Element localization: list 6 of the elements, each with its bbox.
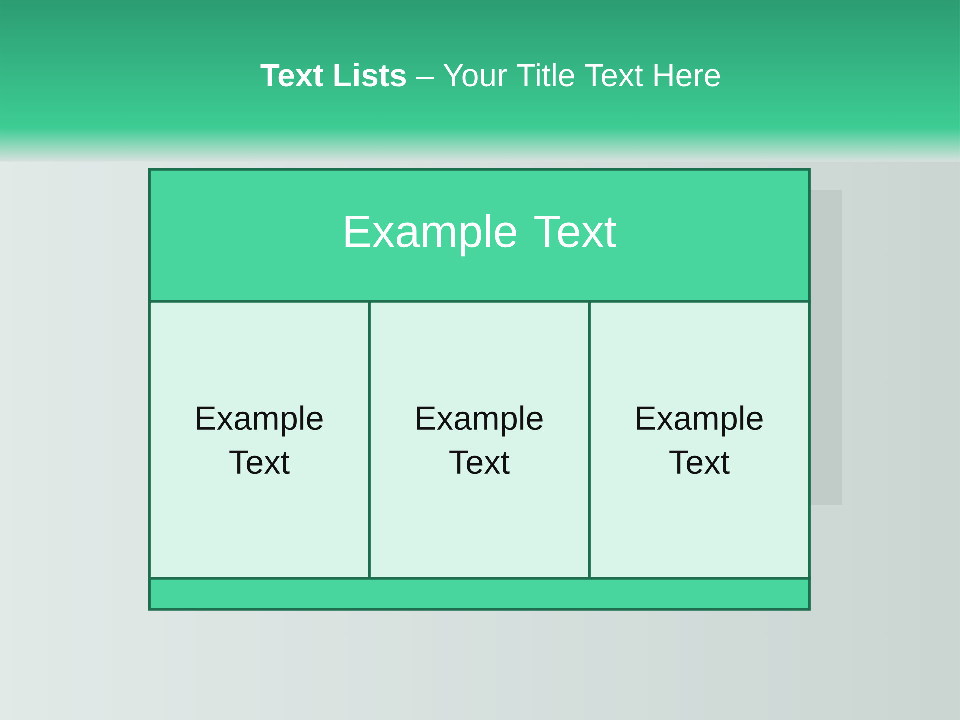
text-box: Example Text [368, 300, 591, 580]
text-box: Example Text [588, 300, 811, 580]
slide-title: Text Lists – Your Title Text Here [260, 63, 720, 87]
text-box: Example Text [148, 300, 371, 580]
header-box: Example Text [148, 168, 811, 303]
footer-bar [148, 577, 811, 611]
